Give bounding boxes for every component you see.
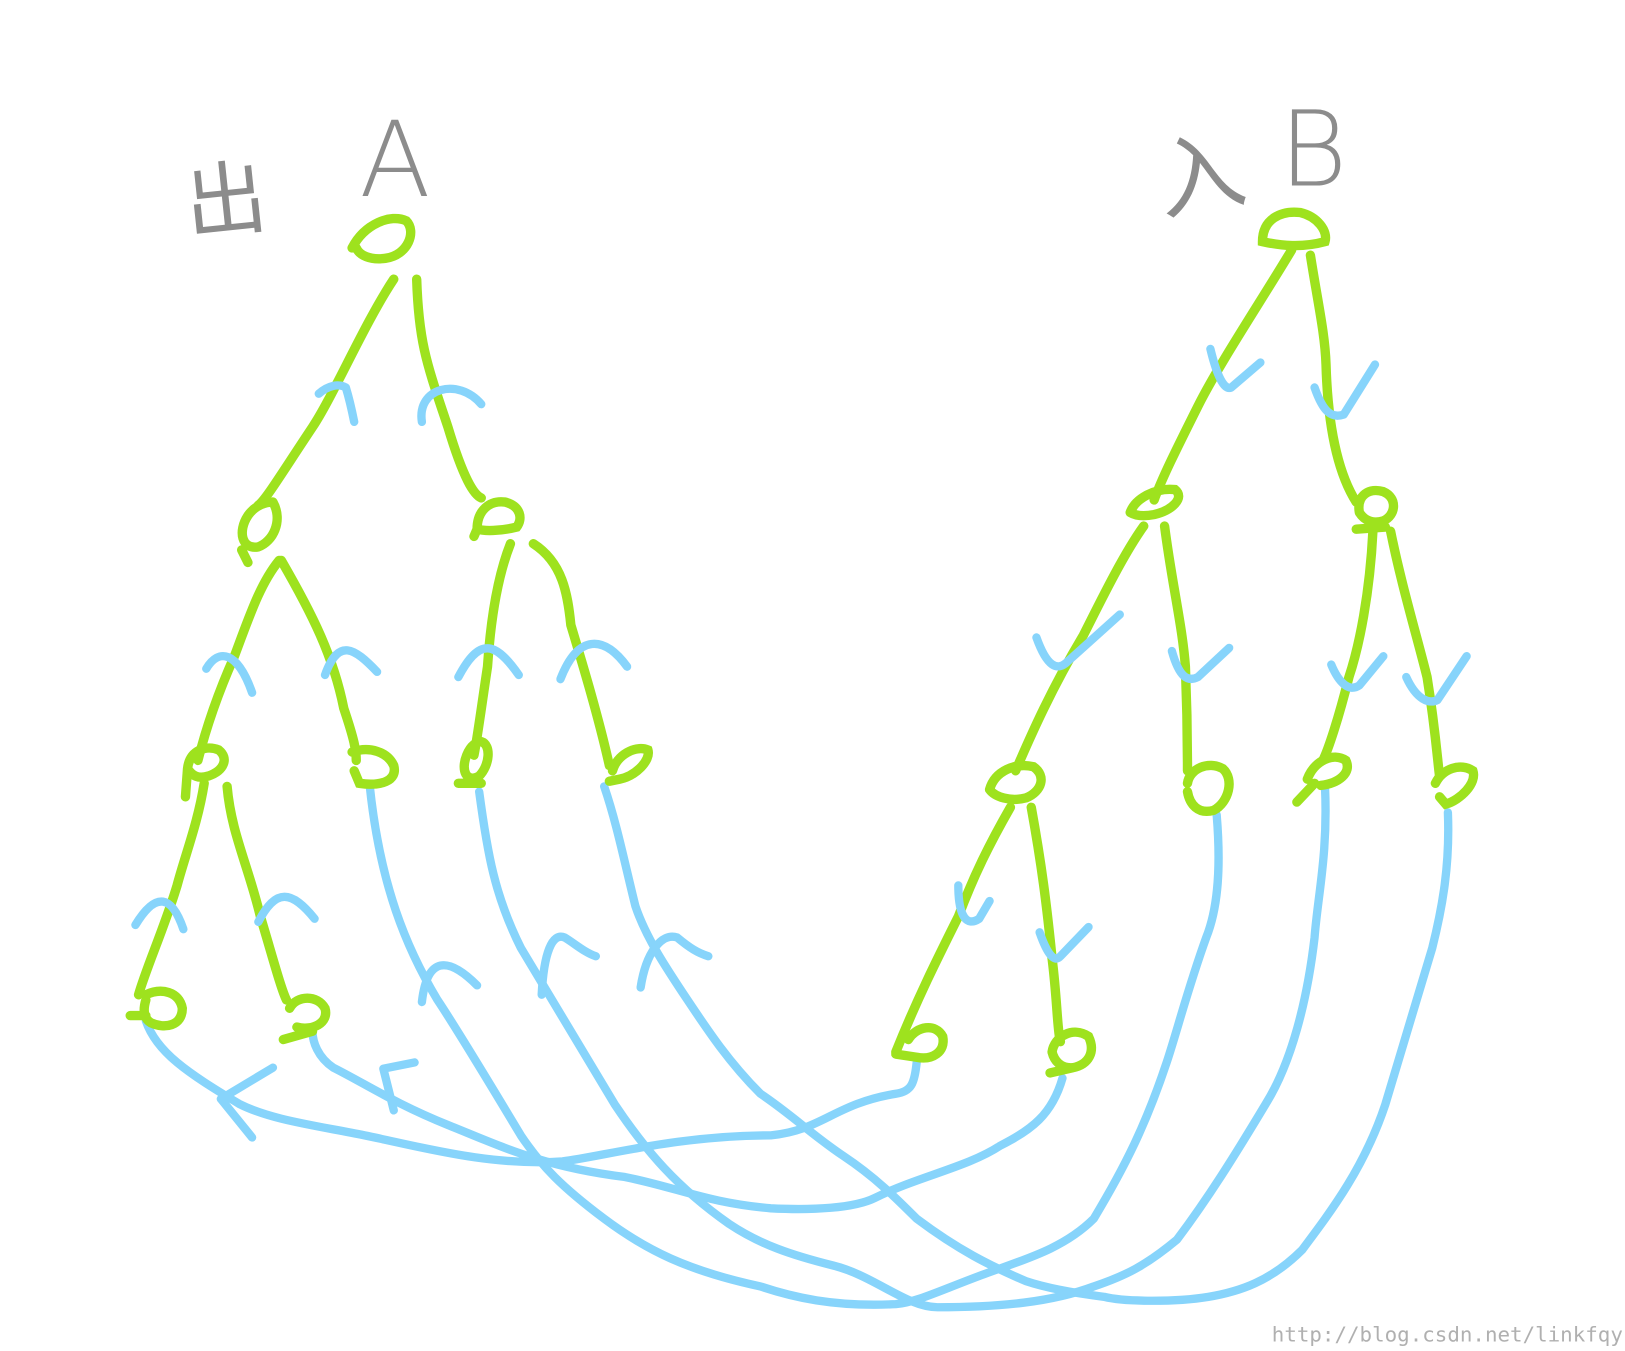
- tree-b-label: B: [1279, 88, 1347, 210]
- tree-b-node: [1182, 760, 1234, 816]
- tree-b-node: [1351, 485, 1399, 534]
- tree-a-edges: [133, 274, 615, 1005]
- down-arrow-icon: [1032, 610, 1124, 671]
- tree-a-arrows: [131, 381, 713, 1142]
- tree-b-edge: [1318, 526, 1378, 766]
- left-arrow-icon: [379, 1058, 419, 1115]
- up-arrow-icon: [556, 639, 632, 684]
- tree-b-edge: [1026, 802, 1066, 1047]
- watermark: http://blog.csdn.net/linkfqy: [1272, 1323, 1623, 1347]
- tree-a-edge: [528, 539, 615, 771]
- up-arrow-icon: [202, 652, 257, 697]
- up-arrow-icon: [454, 644, 523, 682]
- tree-a-node: [236, 497, 282, 568]
- down-arrow-icon: [1310, 360, 1380, 420]
- tree-a-node: [125, 986, 187, 1031]
- tree-a-label: A: [359, 99, 430, 221]
- tree-b-node: [1292, 752, 1352, 807]
- connecting-curves: [141, 782, 1453, 1312]
- down-arrow-icon: [1035, 922, 1093, 963]
- tree-b-chinese-label: 入: [1149, 118, 1253, 234]
- tree-b-nodes: [891, 207, 1479, 1078]
- link-curve-5: [600, 782, 1453, 1305]
- down-arrow-icon: [1402, 652, 1471, 706]
- tree-a-nodes: [125, 213, 653, 1045]
- tree-a-edge: [276, 555, 361, 766]
- tree-b-node: [1125, 484, 1184, 521]
- down-arrow-icon: [1167, 643, 1234, 684]
- left-arrow-icon: [216, 1063, 278, 1142]
- tree-a-edge: [411, 274, 486, 503]
- tree-b-node: [1045, 1027, 1097, 1078]
- tree-a-edge: [469, 539, 516, 760]
- tree-b-labels: 入 B: [1149, 88, 1348, 233]
- tree-b-edge: [1385, 526, 1445, 781]
- up-arrow-icon: [131, 897, 188, 934]
- link-curve-2: [308, 1027, 1067, 1214]
- up-arrow-icon: [417, 961, 482, 1007]
- up-arrow-icon: [314, 381, 359, 427]
- up-arrow-icon: [417, 384, 486, 427]
- tree-a-chinese-label: 出: [181, 151, 272, 253]
- tree-b-edges: [891, 245, 1445, 1057]
- tree-b-node: [984, 760, 1046, 805]
- tree-a-labels: 出 A: [181, 99, 431, 253]
- up-arrow-icon: [254, 892, 319, 927]
- link-curve-4: [475, 782, 1330, 1312]
- tree-a-node: [453, 736, 493, 788]
- tree-a-node: [469, 497, 525, 542]
- down-arrow-icon: [1327, 652, 1388, 692]
- tree-b-root-node: [1257, 207, 1331, 251]
- up-arrow-icon: [636, 932, 713, 992]
- tree-b-edge: [1010, 521, 1149, 776]
- up-arrow-icon: [320, 646, 382, 680]
- tree-b-edge: [1159, 521, 1193, 776]
- tree-a-root-node: [347, 213, 416, 264]
- tree-a-node: [347, 744, 399, 789]
- link-curve-3: [365, 782, 1223, 1309]
- tree-a-node: [180, 743, 229, 802]
- down-arrow-icon: [954, 881, 994, 926]
- tree-a-node: [278, 993, 331, 1045]
- tree-a-edge: [253, 274, 399, 510]
- tree-a-node: [604, 744, 653, 786]
- tree-b-node: [1430, 762, 1479, 810]
- up-arrow-icon: [537, 932, 601, 999]
- tree-b-node: [891, 1023, 948, 1063]
- tree-b-edge: [1305, 250, 1361, 507]
- down-arrow-icon: [1206, 344, 1265, 392]
- link-curve-1: [141, 1016, 921, 1167]
- tree-a-edge: [133, 778, 209, 1000]
- tree-b-edge: [891, 802, 1016, 1057]
- tree-b-arrows: [954, 344, 1471, 963]
- tree-a-edge: [222, 781, 292, 1005]
- tree-b-edge: [1149, 245, 1297, 505]
